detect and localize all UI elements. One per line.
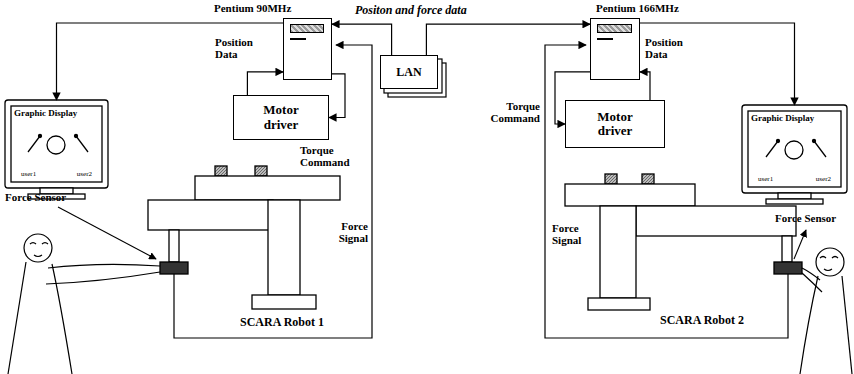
signal-label: Force Signal: [552, 222, 594, 246]
connector-arrow: [57, 23, 284, 100]
computer-label: Pentium 166MHz: [596, 2, 679, 14]
user-label: user2: [816, 175, 831, 183]
lan-box: LAN: [380, 55, 438, 89]
connector-label: Torque Command: [482, 100, 540, 124]
operator-left: [8, 234, 160, 374]
monitor-right: [742, 105, 847, 204]
robot-label: SCARA Robot 2: [660, 314, 744, 327]
leader-line: [58, 207, 156, 259]
connector-arrow: [247, 72, 283, 95]
operator-right: [800, 248, 852, 374]
connector-arrow: [640, 72, 650, 100]
leader-line: [794, 230, 806, 259]
scara-robot-2: [565, 174, 802, 310]
computer-label: Pentium 90MHz: [214, 2, 291, 14]
monitor-left: [5, 100, 108, 199]
connector-label: Position Data: [215, 36, 267, 60]
connector-label: Torque Command: [300, 144, 360, 168]
force-signal-wire: [545, 45, 788, 338]
box-label: Motor driver: [587, 110, 643, 139]
user-label: user1: [758, 175, 773, 183]
drive-slot: [290, 38, 306, 40]
network-label: Positon and force data: [355, 4, 467, 17]
sensor-label: Force Sensor: [775, 212, 836, 224]
drive-bay: [597, 24, 632, 33]
scara-robot-1: [148, 166, 340, 309]
graphic-display: Graphic Display user1 user2: [5, 100, 108, 188]
robot-label: SCARA Robot 1: [240, 316, 324, 329]
motor-driver-box: Motor driver: [233, 95, 329, 140]
user-label: user1: [21, 170, 36, 178]
connector-label: Position Data: [645, 36, 697, 60]
connector-arrow: [640, 23, 795, 105]
connector-arrow: [332, 24, 392, 55]
connector-arrow: [329, 74, 345, 118]
user-label: user2: [77, 170, 92, 178]
display-title: Graphic Display: [751, 113, 814, 123]
force-signal-wire: [174, 45, 372, 338]
signal-label: Force Signal: [328, 220, 368, 244]
connector-arrow: [426, 24, 590, 55]
drive-slot: [597, 38, 613, 40]
box-label: Motor driver: [253, 103, 309, 132]
sensor-label: Force Sensor: [5, 191, 66, 203]
motor-driver-box: Motor driver: [565, 100, 665, 148]
computer-tower: Pentium 90MHz: [283, 18, 332, 80]
drive-bay: [290, 24, 324, 33]
lan-label: LAN: [396, 65, 421, 80]
graphic-display: Graphic Display user1 user2: [742, 105, 847, 193]
computer-tower: Pentium 166MHz: [590, 18, 640, 80]
display-title: Graphic Display: [14, 108, 77, 118]
